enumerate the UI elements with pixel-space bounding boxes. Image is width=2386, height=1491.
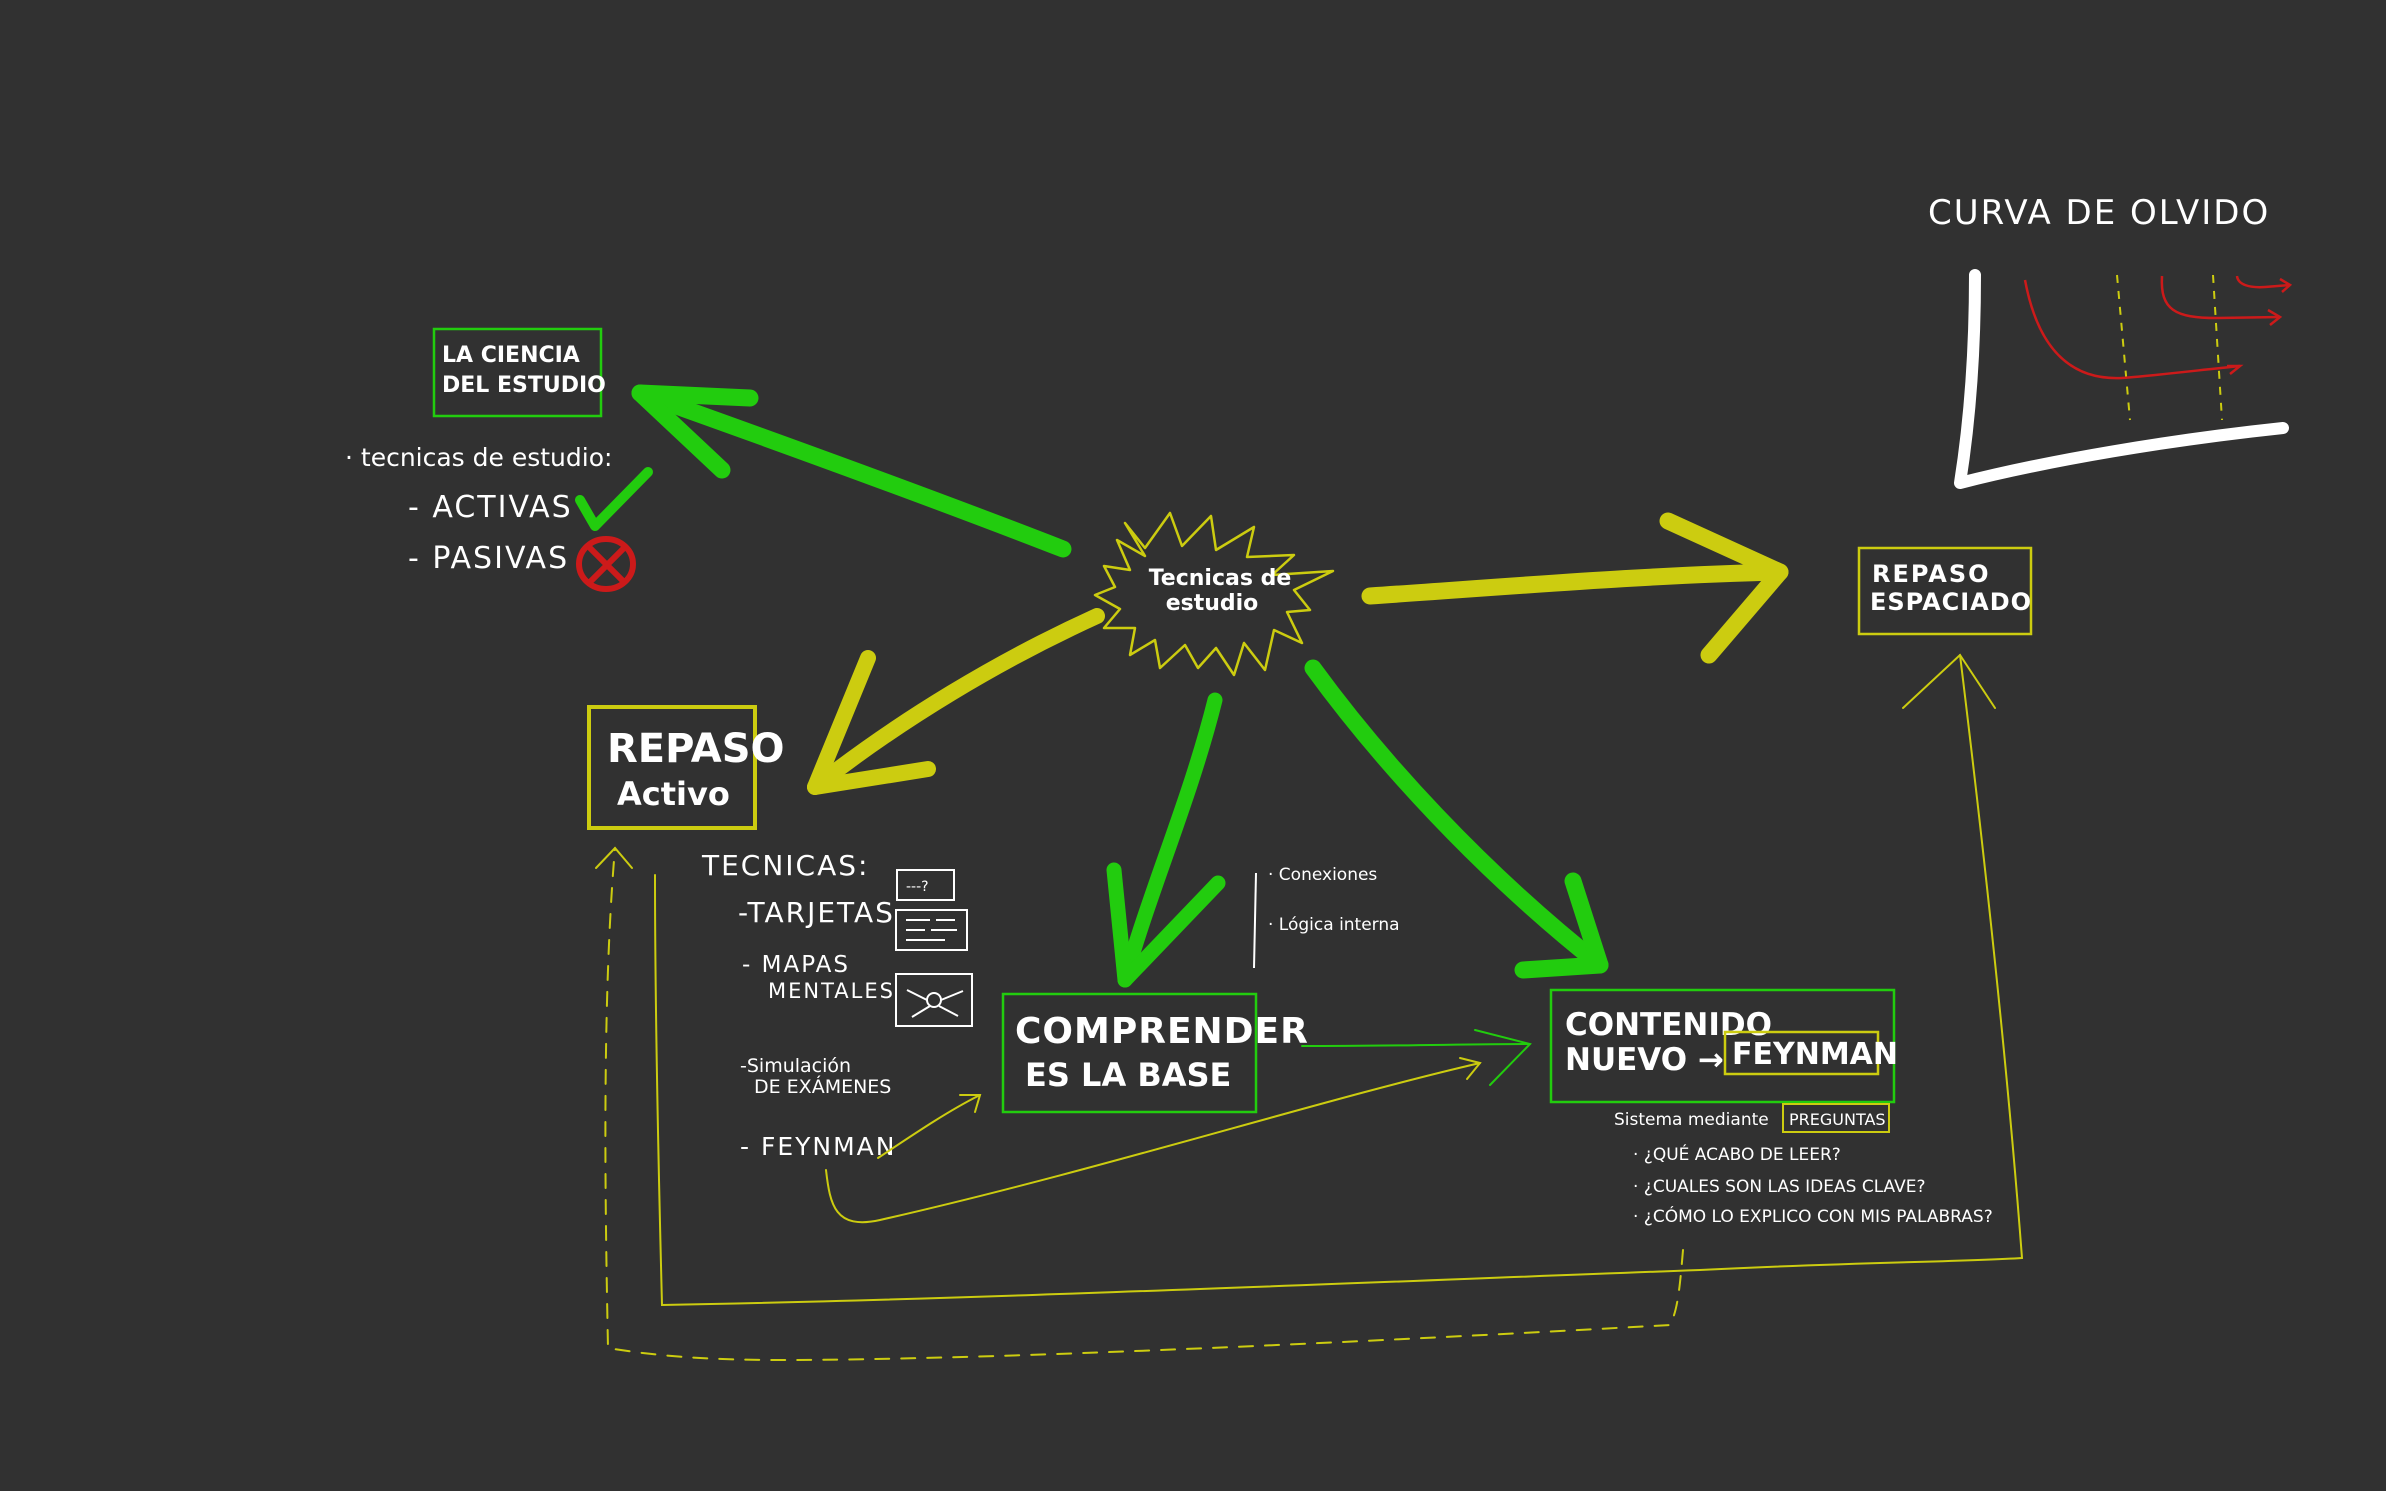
comprender-divider (1253, 872, 1257, 969)
dashed-review-loop (604, 847, 1684, 1362)
feynman-to-contenido-connector (825, 1057, 1482, 1224)
tecnica-mapas-line1: - MAPAS (742, 952, 850, 978)
contenido-feynman: FEYNMAN (1732, 1037, 1898, 1072)
comprender-logica: · Lógica interna (1268, 915, 1400, 935)
comprender-to-contenido-connector (1301, 1029, 1532, 1086)
ciencia-activas: - ACTIVAS (408, 490, 573, 525)
ciencia-note-title: · tecnicas de estudio: (345, 443, 612, 472)
preguntas-box (1782, 1103, 1890, 1133)
comprender-line2: ES LA BASE (1025, 1056, 1231, 1094)
activo-to-espaciado-loop (654, 653, 2024, 1307)
card-stack-icon (895, 909, 968, 951)
contenido-box: CONTENIDO NUEVO → FEYNMAN (1549, 988, 1898, 1104)
tecnica-simulacion-line2: DE EXÁMENES (754, 1075, 891, 1098)
center-starburst: Tecnicas de estudio (1093, 511, 1335, 677)
tecnica-simulacion-line1: -Simulación (740, 1055, 851, 1077)
arrow-to-contenido (1304, 659, 1609, 979)
contenido-sistema: Sistema mediante (1614, 1110, 1769, 1130)
check-icon (575, 467, 653, 531)
center-label-line2: estudio (1166, 591, 1259, 616)
contenido-preguntas: PREGUNTAS (1789, 1110, 1886, 1129)
tecnicas-title: TECNICAS: (701, 849, 869, 882)
comprender-box: COMPRENDER ES LA BASE (1001, 992, 1309, 1114)
arrow-to-ciencia (631, 384, 1072, 558)
dashed-loop-arrowhead (595, 846, 633, 869)
arrow-to-repaso-espaciado (1361, 512, 1789, 664)
ciencia-line1: LA CIENCIA (442, 343, 580, 368)
repaso-espaciado-box: REPASO ESPACIADO (1857, 546, 2033, 636)
curva-title: CURVA DE OLVIDO (1928, 193, 2270, 233)
repaso-activo-line2: Activo (617, 775, 730, 813)
contenido-q1: · ¿QUÉ ACABO DE LEER? (1633, 1143, 1841, 1165)
feynman-to-comprender-connector (877, 1094, 982, 1159)
contenido-q3: · ¿CÓMO LO EXPLICO CON MIS PALABRAS? (1633, 1205, 1993, 1227)
contenido-line1: CONTENIDO (1565, 1007, 1772, 1043)
arrow-to-repaso-activo (807, 608, 1105, 795)
ciencia-pasivas: - PASIVAS (408, 541, 569, 576)
comprender-line1: COMPRENDER (1015, 1011, 1309, 1052)
contenido-q2: · ¿CUALES SON LAS IDEAS CLAVE? (1633, 1177, 1926, 1197)
mind-map-icon (895, 973, 973, 1027)
flashcard-mark: ---? (906, 879, 929, 895)
ciencia-box: LA CIENCIA DEL ESTUDIO (432, 327, 606, 418)
repaso-activo-line1: REPASO (607, 726, 785, 772)
repaso-espaciado-line2: ESPACIADO (1870, 588, 2032, 616)
cross-icon (576, 536, 636, 592)
ciencia-line2: DEL ESTUDIO (442, 373, 606, 398)
forgetting-curve-graph (1954, 269, 2293, 489)
tecnica-mapas-line2: MENTALES (768, 979, 895, 1003)
repaso-espaciado-line1: REPASO (1872, 560, 1991, 588)
repaso-activo-box: REPASO Activo (587, 705, 785, 830)
contenido-line2: NUEVO → (1565, 1042, 1724, 1078)
center-label-line1: Tecnicas de (1149, 566, 1292, 591)
tecnica-tarjetas: -TARJETAS (738, 896, 895, 929)
arrow-to-comprender (1106, 692, 1226, 988)
comprender-conexiones: · Conexiones (1268, 865, 1377, 885)
flashcard-icon: ---? (896, 869, 955, 901)
tecnica-feynman: - FEYNMAN (740, 1132, 897, 1161)
